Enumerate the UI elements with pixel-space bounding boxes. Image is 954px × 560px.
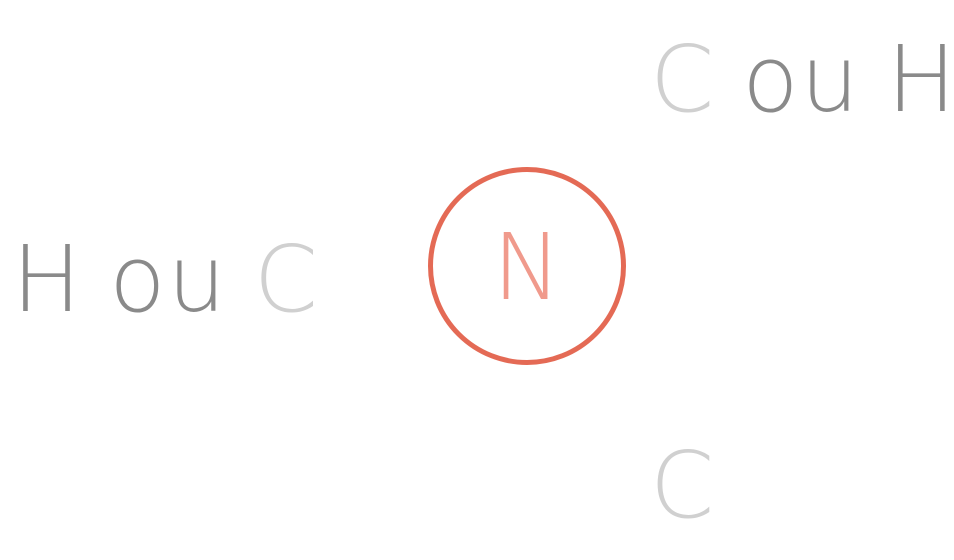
atom-c-top-right: C bbox=[650, 26, 717, 133]
atom-h-top-right: H bbox=[886, 26, 954, 133]
or-connector-top-right: ou bbox=[742, 26, 861, 133]
atom-c-bottom: C bbox=[650, 432, 717, 539]
center-atom-circle: N bbox=[428, 167, 626, 365]
center-atom-letter: N bbox=[492, 214, 562, 321]
atom-h-left: H bbox=[12, 226, 84, 333]
or-connector-left: ou bbox=[109, 226, 228, 333]
atom-c-left: C bbox=[253, 226, 321, 333]
